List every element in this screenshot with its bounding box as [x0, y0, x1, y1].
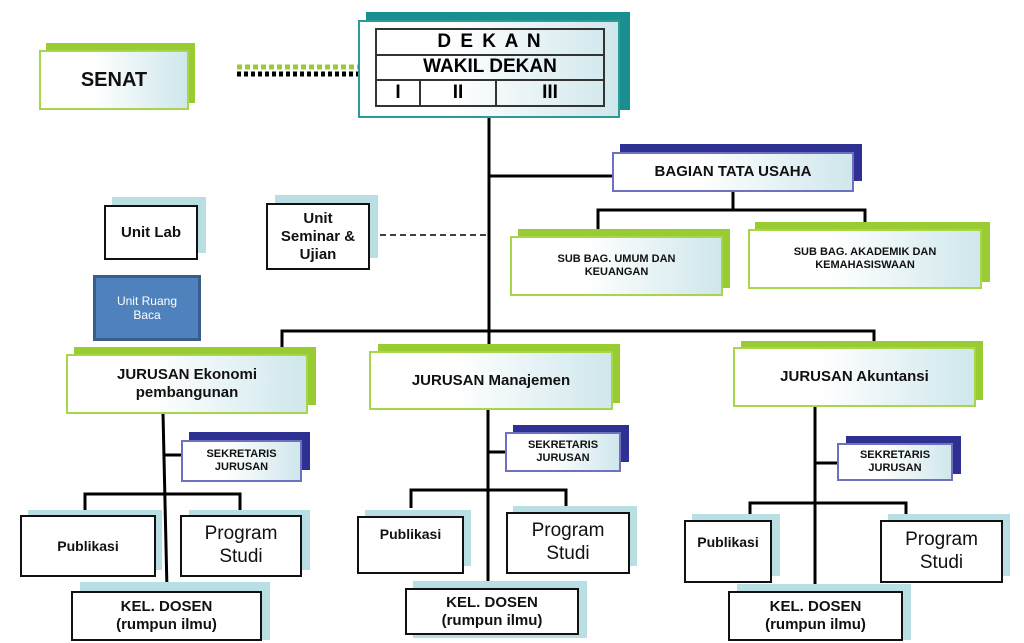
akuntansi-branch: [748, 501, 908, 520]
sekretaris-jurusan-box[interactable]: SEKRETARIS JURUSAN: [181, 440, 302, 482]
sekretaris-jurusan-box[interactable]: SEKRETARIS JURUSAN: [505, 432, 621, 472]
publikasi-box[interactable]: Publikasi: [20, 515, 156, 577]
jurusan-branch: [280, 329, 876, 350]
jurusan-manajemen-box[interactable]: JURUSAN Manajemen: [369, 351, 613, 410]
sekretaris-jurusan-box[interactable]: SEKRETARIS JURUSAN: [837, 443, 953, 481]
sub-bag-branch: [596, 208, 867, 230]
rumpun-ilmu-label: (rumpun ilmu): [765, 616, 866, 633]
program-studi-box[interactable]: Program Studi: [180, 515, 302, 577]
kel-dosen-label: KEL. DOSEN: [446, 593, 538, 611]
wakil-dekan-2[interactable]: II: [419, 79, 497, 107]
senat-box[interactable]: SENAT: [39, 50, 189, 110]
kel-dosen-box[interactable]: KEL. DOSEN(rumpun ilmu): [71, 591, 262, 641]
ekonomi-branch: [83, 492, 242, 512]
dekan-title: D E K A N: [375, 28, 605, 56]
program-studi-box[interactable]: Program Studi: [880, 520, 1003, 583]
unit-seminar-box[interactable]: Unit Seminar & Ujian: [266, 203, 370, 270]
kel-dosen-box[interactable]: KEL. DOSEN(rumpun ilmu): [728, 591, 903, 641]
publikasi-box[interactable]: Publikasi: [357, 516, 464, 574]
unit-ruang-baca-box[interactable]: Unit Ruang Baca: [93, 275, 201, 341]
kel-dosen-box[interactable]: KEL. DOSEN(rumpun ilmu): [405, 588, 579, 635]
bagian-tata-usaha-box[interactable]: BAGIAN TATA USAHA: [612, 152, 854, 192]
rumpun-ilmu-label: (rumpun ilmu): [441, 611, 543, 629]
publikasi-box[interactable]: Publikasi: [684, 520, 772, 583]
jurusan-ekonomi-box[interactable]: JURUSAN Ekonomi pembangunan: [66, 354, 308, 414]
wakil-dekan-title: WAKIL DEKAN: [375, 53, 605, 82]
sub-bag-akademik-box[interactable]: SUB BAG. AKADEMIK DAN KEMAHASISWAAN: [748, 229, 982, 289]
wakil-dekan-1[interactable]: I: [374, 79, 422, 107]
unit-lab-box[interactable]: Unit Lab: [104, 205, 198, 260]
program-studi-box[interactable]: Program Studi: [506, 512, 630, 574]
ekonomi-vertical: [161, 412, 169, 591]
sub-bag-umum-box[interactable]: SUB BAG. UMUM DAN KEUANGAN: [510, 236, 723, 296]
rumpun-ilmu-label: (rumpun ilmu): [116, 616, 217, 633]
kel-dosen-label: KEL. DOSEN: [120, 598, 213, 615]
kel-dosen-label: KEL. DOSEN: [769, 598, 862, 615]
wakil-dekan-3[interactable]: III: [494, 79, 606, 107]
jurusan-akuntansi-box[interactable]: JURUSAN Akuntansi: [733, 347, 976, 407]
manajemen-branch: [409, 488, 568, 508]
